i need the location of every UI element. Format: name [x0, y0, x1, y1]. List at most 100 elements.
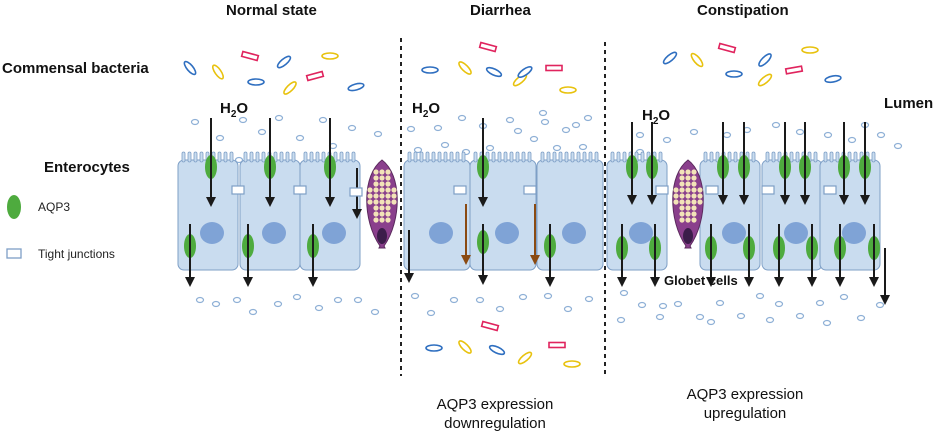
water-molecule — [875, 301, 885, 309]
water-molecule — [449, 296, 459, 304]
mucin-granule — [379, 205, 385, 211]
water-molecule — [616, 316, 626, 324]
tight-junction — [293, 185, 307, 195]
mucin-granule — [373, 199, 379, 205]
commensal-bacterium — [784, 65, 804, 75]
microvillus — [733, 151, 738, 163]
mucin-granule — [385, 199, 391, 205]
mucin-granule — [379, 175, 385, 181]
constipation-caption: AQP3 expression upregulation — [686, 386, 804, 422]
nucleus — [322, 222, 346, 244]
microvillus — [564, 151, 569, 163]
mucin-granule — [685, 217, 691, 223]
water-molecule — [373, 130, 383, 138]
water-molecule — [856, 314, 866, 322]
water-molecule — [755, 292, 765, 300]
mucin-granule — [373, 217, 379, 223]
microvillus — [727, 151, 732, 163]
water-molecule — [552, 144, 562, 152]
mucin-granule — [391, 199, 397, 205]
tight-junction — [705, 185, 719, 195]
mucin-granule — [679, 217, 685, 223]
water-molecule — [538, 109, 548, 117]
tight-junction — [231, 185, 245, 195]
microvillus — [333, 151, 338, 163]
mucin-granule — [379, 187, 385, 193]
water-molecule — [529, 135, 539, 143]
microvillus — [715, 151, 720, 163]
mucin-granule — [679, 193, 685, 199]
nucleus — [200, 222, 224, 244]
microvillus — [853, 151, 858, 163]
water-molecule — [583, 114, 593, 122]
mucin-granule — [385, 193, 391, 199]
panel-title-diarrhea: Diarrhea — [470, 2, 531, 19]
microvillus — [795, 151, 800, 163]
mucin-granule — [379, 169, 385, 175]
water-molecule — [540, 118, 550, 126]
water-molecule — [495, 305, 505, 313]
mucin-granule — [385, 169, 391, 175]
tight-junction — [761, 185, 775, 195]
commensal-bacterium — [717, 42, 737, 54]
mucin-granule — [373, 169, 379, 175]
microvillus — [181, 151, 186, 163]
commensal-bacterium — [211, 64, 225, 80]
microvillus — [351, 151, 356, 163]
mucin-granule — [685, 181, 691, 187]
microvillus — [303, 151, 308, 163]
microvillus — [217, 151, 222, 163]
tight-junction — [655, 185, 669, 195]
commensal-bacterium — [458, 61, 472, 75]
water-molecule — [715, 299, 725, 307]
legend-tight-junction-swatch — [6, 248, 22, 259]
water-molecule — [457, 114, 467, 122]
enterocyte — [403, 159, 471, 271]
microvillus — [449, 151, 454, 163]
microvillus — [413, 151, 418, 163]
mucin-granule — [685, 175, 691, 181]
mucin-granule — [373, 205, 379, 211]
water-molecule — [689, 128, 699, 136]
water-molecule — [876, 131, 886, 139]
commensal-bacterium — [247, 78, 265, 86]
goblet-nucleus — [683, 228, 693, 244]
microvillus — [777, 151, 782, 163]
mucin-granule — [691, 193, 697, 199]
water-molecule — [673, 300, 683, 308]
water-molecule — [561, 126, 571, 134]
mucin-granule — [373, 211, 379, 217]
mucin-granule — [367, 199, 373, 205]
water-molecule — [584, 295, 594, 303]
microvillus — [658, 151, 663, 163]
microvillus — [223, 151, 228, 163]
microvillus — [255, 151, 260, 163]
nucleus — [722, 222, 746, 244]
microvillus — [847, 151, 852, 163]
water-molecule — [822, 319, 832, 327]
water-molecule — [839, 293, 849, 301]
commensal-bacterium — [347, 82, 365, 92]
microvillus — [871, 151, 876, 163]
water-molecule — [722, 131, 732, 139]
nucleus — [562, 222, 586, 244]
microvillus — [443, 151, 448, 163]
water-molecule — [238, 116, 248, 124]
commensal-bacterium — [824, 74, 842, 84]
microvillus — [419, 151, 424, 163]
commensal-bacterium — [758, 53, 772, 67]
commensal-bacterium — [183, 60, 197, 76]
nucleus — [629, 222, 653, 244]
microvillus — [339, 151, 344, 163]
commensal-bacterium — [480, 320, 500, 332]
water-molecule — [658, 302, 668, 310]
water-molecule — [485, 144, 495, 152]
goblet-nucleus — [377, 228, 387, 244]
mucin-granule — [367, 193, 373, 199]
water-molecule — [771, 121, 781, 129]
microvillus — [594, 151, 599, 163]
microvillus — [829, 151, 834, 163]
mucin-granule — [691, 169, 697, 175]
